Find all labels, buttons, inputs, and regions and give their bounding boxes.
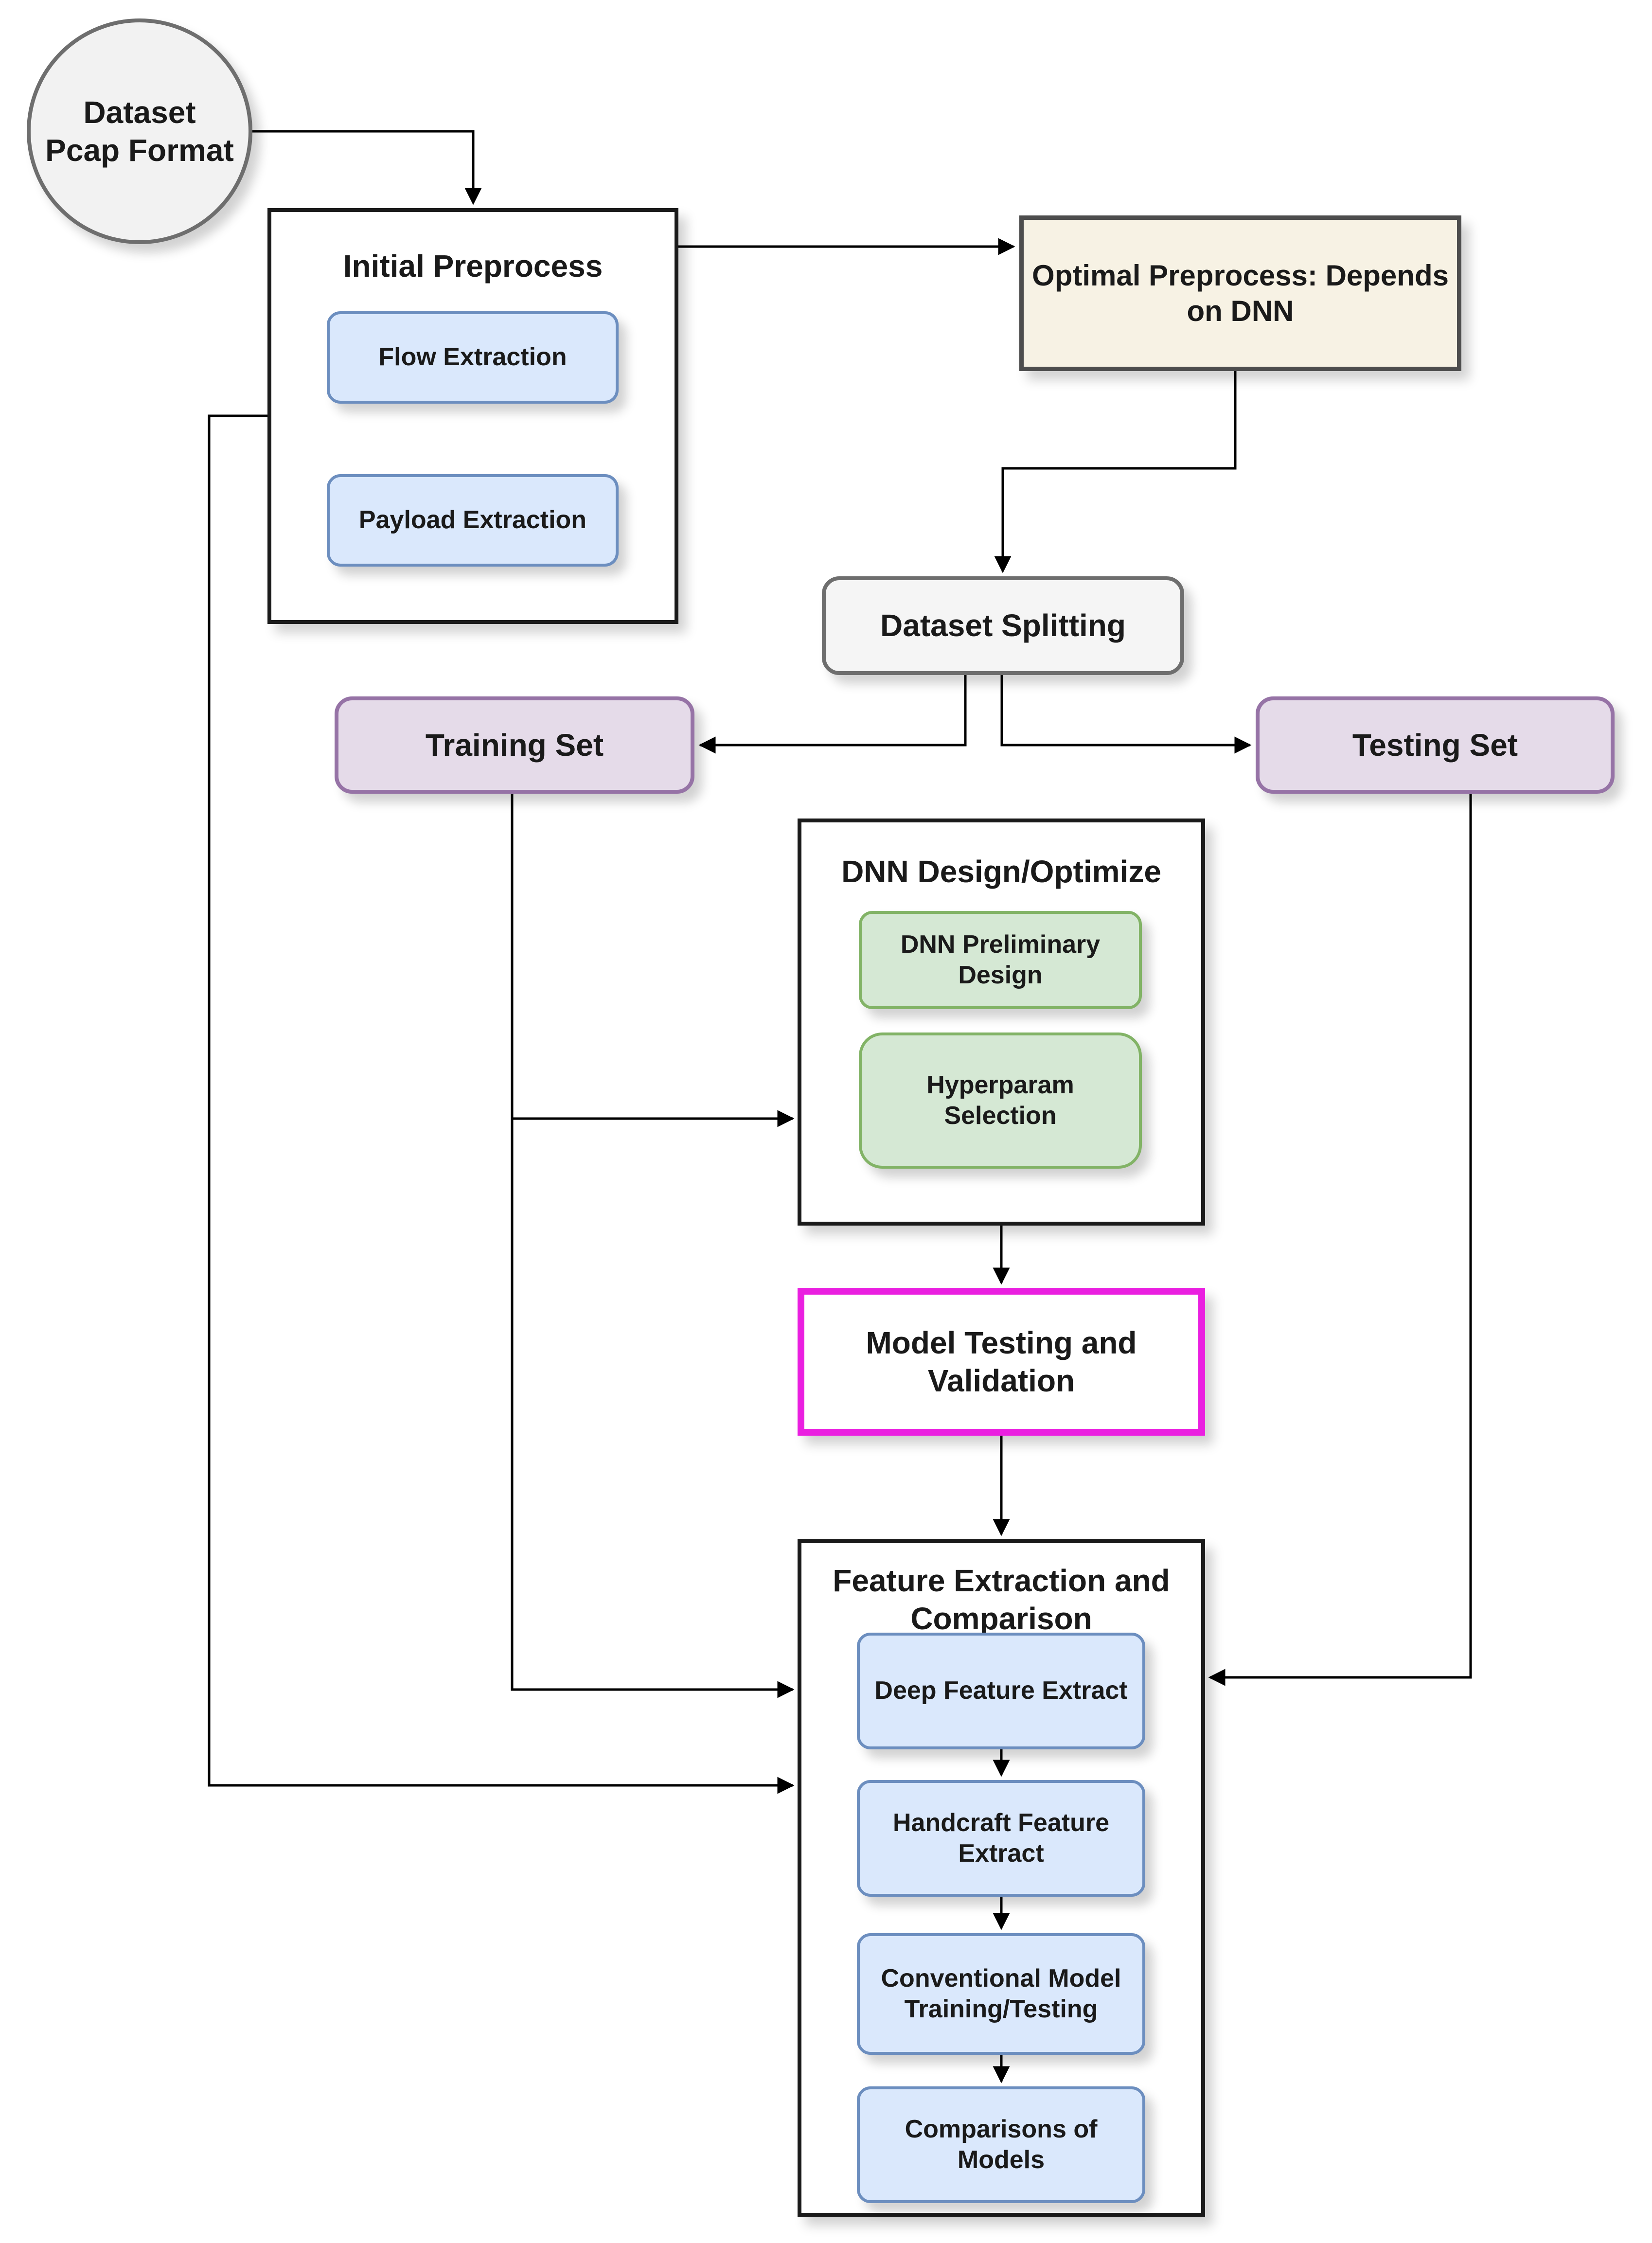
node-optimal-preprocess: Optimal Preprocess: Depends on DNN <box>1019 215 1461 371</box>
node-label: Training Set <box>425 727 604 763</box>
node-comparisons-of-models: Comparisons of Models <box>857 2086 1145 2203</box>
node-label-line2: on DNN <box>1187 295 1294 327</box>
node-conventional-model-training-testing: Conventional Model Training/Testing <box>857 1933 1145 2055</box>
edge-pcap-to-initial <box>252 130 482 205</box>
node-hyperparam-selection: Hyperparam Selection <box>859 1032 1142 1169</box>
node-label: Testing Set <box>1352 727 1518 763</box>
node-label: Conventional Model Training/Testing <box>881 1964 1121 2023</box>
node-label: DNN Preliminary Design <box>900 930 1101 989</box>
initial-preprocess-title: Initial Preprocess <box>343 249 603 284</box>
node-training-set: Training Set <box>335 696 694 794</box>
edge-training-to-dnn <box>511 794 795 1127</box>
node-label: Handcraft Feature Extract <box>893 1808 1109 1868</box>
dnn-design-title: DNN Design/Optimize <box>841 854 1161 889</box>
node-label: Model Testing and Validation <box>866 1325 1137 1398</box>
feature-extraction-title: Feature Extraction and Comparison <box>833 1563 1170 1637</box>
node-testing-set: Testing Set <box>1256 696 1615 794</box>
node-label: Payload Extraction <box>358 506 587 534</box>
node-label: Hyperparam Selection <box>926 1070 1074 1130</box>
edge-testing-to-feature <box>1208 794 1472 1686</box>
node-dataset-pcap-format: Dataset Pcap Format <box>27 18 252 244</box>
edge-training-to-feature <box>511 1119 795 1698</box>
node-payload-extraction: Payload Extraction <box>327 474 619 567</box>
node-dnn-preliminary-design: DNN Preliminary Design <box>859 911 1142 1009</box>
node-label: Comparisons of Models <box>905 2115 1098 2174</box>
edge-splitting-to-testing <box>1000 675 1252 754</box>
node-handcraft-feature-extract: Handcraft Feature Extract <box>857 1780 1145 1897</box>
node-dataset-splitting: Dataset Splitting <box>822 576 1184 675</box>
node-label: Deep Feature Extract <box>874 1676 1128 1705</box>
node-model-testing-validation: Model Testing and Validation <box>798 1288 1205 1436</box>
node-label: Dataset Splitting <box>880 608 1126 643</box>
edge-optimal-to-splitting <box>994 371 1237 573</box>
node-label: Dataset Pcap Format <box>45 94 234 168</box>
edge-splitting-to-training <box>698 675 967 754</box>
node-flow-extraction: Flow Extraction <box>327 311 619 404</box>
node-label: Flow Extraction <box>378 343 567 372</box>
node-deep-feature-extract: Deep Feature Extract <box>857 1633 1145 1749</box>
node-label-line1: Optimal Preprocess: Depends <box>1032 259 1449 292</box>
